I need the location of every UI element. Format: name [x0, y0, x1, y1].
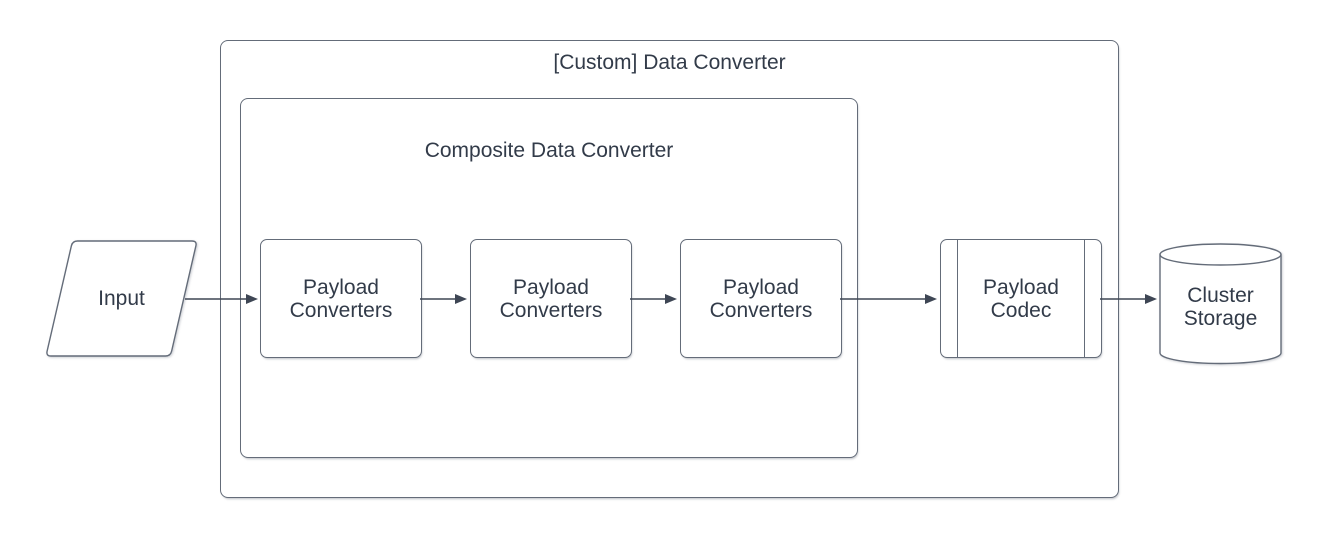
payload-converters-node-2: Payload Converters: [470, 239, 632, 358]
payload-converters-label-2: Payload Converters: [499, 275, 603, 322]
custom-data-converter-label: [Custom] Data Converter: [553, 51, 786, 74]
cluster-storage-shape: [1159, 243, 1282, 365]
payload-converters-node-3: Payload Converters: [680, 239, 842, 358]
subroutine-left-bar: [957, 240, 958, 357]
payload-converters-label-3: Payload Converters: [709, 275, 813, 322]
subroutine-right-bar: [1084, 240, 1085, 357]
payload-codec-node: Payload Codec: [940, 239, 1102, 358]
input-shape: [46, 240, 197, 357]
composite-data-converter-label: Composite Data Converter: [424, 139, 674, 162]
payload-converters-node-1: Payload Converters: [260, 239, 422, 358]
payload-codec-label: Payload Codec: [983, 275, 1059, 322]
payload-converters-label-1: Payload Converters: [289, 275, 393, 322]
